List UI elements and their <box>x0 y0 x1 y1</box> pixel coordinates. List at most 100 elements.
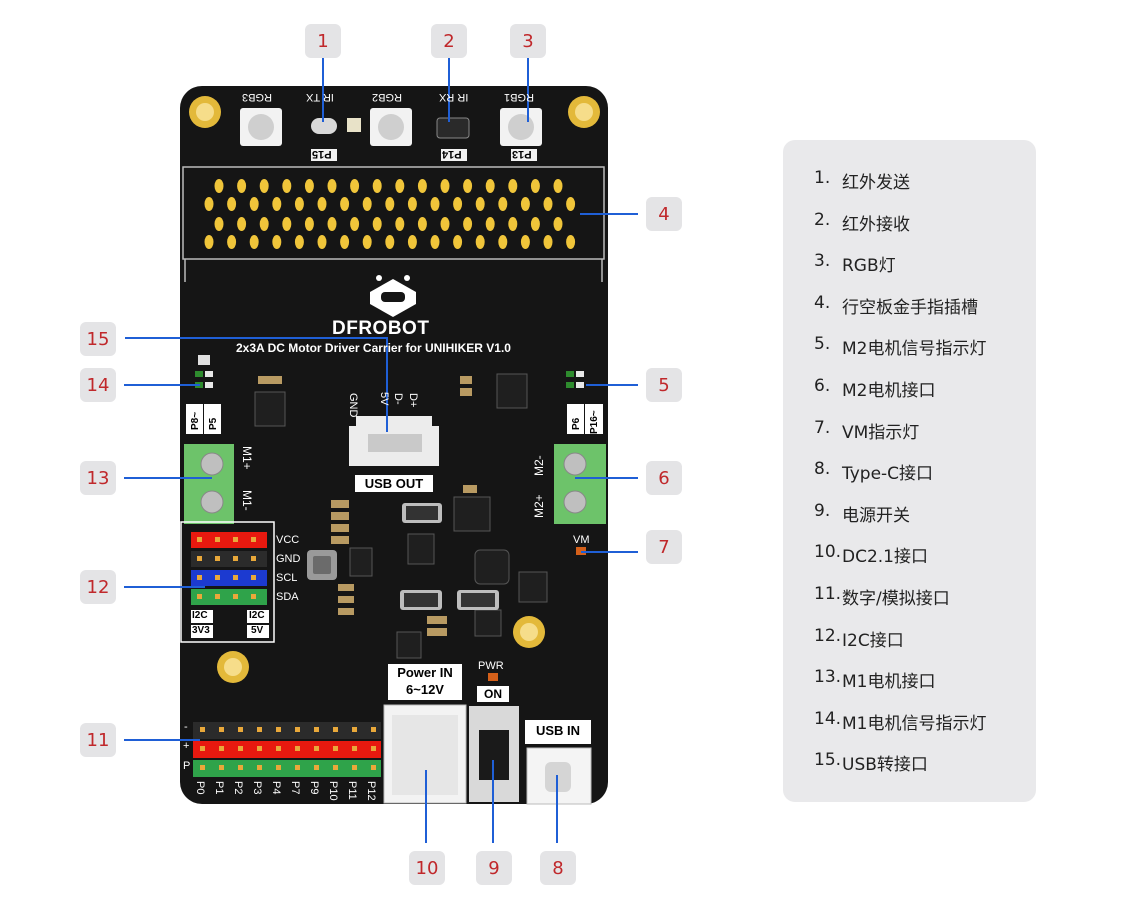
callout-3: 3 <box>510 24 546 58</box>
usb-in-label: USB IN <box>535 723 581 738</box>
pin-tag-p13: P13 <box>512 148 532 160</box>
usb-out-pin-gnd: GND <box>347 393 359 418</box>
label-rgb1: RGB1 <box>504 91 534 103</box>
m1-terminal <box>184 444 234 524</box>
gpio-sign-p: P <box>183 760 191 772</box>
usb-out-pin-dminus: D- <box>392 393 404 405</box>
usb-out-label: USB OUT <box>355 475 433 492</box>
gpio-sign-plus: + <box>183 740 190 752</box>
diodes <box>400 503 499 610</box>
callout-6: 6 <box>646 461 682 495</box>
label-rgb3: RGB3 <box>242 91 272 103</box>
right-pin-p16: P16~ <box>589 410 600 434</box>
legend-item: 3.RGB灯 <box>814 251 896 277</box>
gpio-pin-label: P0 <box>194 781 206 795</box>
pwr-label: PWR <box>478 660 504 672</box>
label-rgb2: RGB2 <box>372 91 402 103</box>
chips <box>254 373 548 659</box>
i2c-sda-label: SDA <box>276 591 299 603</box>
gpio-pin-label: P11 <box>346 781 358 800</box>
dfrobot-logo-mark <box>370 275 416 317</box>
legend-item: 11.数字/模拟接口 <box>814 583 950 609</box>
legend-item: 10.DC2.1接口 <box>814 542 928 568</box>
inductor <box>307 550 337 580</box>
brand-logo: DFROBOT <box>332 318 430 339</box>
callout-14: 14 <box>80 368 116 402</box>
callout-7: 7 <box>646 530 682 564</box>
legend-item: 15.USB转接口 <box>814 750 928 776</box>
legend-panel: 1.红外发送 2.红外接收 3.RGB灯 4.行空板金手指插槽 5.M2电机信号… <box>783 140 1036 802</box>
right-pin-p6: P6 <box>571 417 582 430</box>
callout-11: 11 <box>80 723 116 757</box>
callout-10: 10 <box>409 851 445 885</box>
legend-item: 9.电源开关 <box>814 500 910 526</box>
m1-plus-label: M1+ <box>240 446 254 470</box>
i2c-vcc-label: VCC <box>276 534 300 546</box>
i2c-voltage-3v3: 3V3 <box>192 625 210 636</box>
product-name: 2x3A DC Motor Driver Carrier for UNIHIKE… <box>236 341 511 355</box>
pin-tag-p14: P14 <box>442 148 462 160</box>
pin-tag-boxes <box>186 404 603 434</box>
i2c-gnd-label: GND <box>276 553 301 565</box>
m1-minus-label: M1- <box>240 490 254 511</box>
m2-minus-label: M2- <box>532 455 546 476</box>
callout-2: 2 <box>431 24 467 58</box>
callout-15: 15 <box>80 322 116 356</box>
usb-out-pin-5v: 5V <box>378 392 390 406</box>
callout-5: 5 <box>646 368 682 402</box>
legend-item: 7.VM指示灯 <box>814 417 920 443</box>
m2-terminal <box>554 444 606 524</box>
callout-8: 8 <box>540 851 576 885</box>
legend-item: 6.M2电机接口 <box>814 375 936 401</box>
leader-lines <box>124 58 638 843</box>
legend-item: 4.行空板金手指插槽 <box>814 292 978 318</box>
legend-item: 5.M2电机信号指示灯 <box>814 334 987 360</box>
pin-tag-p15: P15 <box>312 148 332 160</box>
legend-item: 2.红外接收 <box>814 209 910 235</box>
usb-out-connector <box>349 416 439 466</box>
i2c-tag-right: I2C <box>249 610 265 621</box>
left-pin-p5: P5 <box>208 417 219 430</box>
on-label: ON <box>484 687 502 701</box>
gpio-pin-label: P10 <box>327 781 339 801</box>
vm-label: VM <box>573 534 590 546</box>
legend-item: 14.M1电机信号指示灯 <box>814 708 987 734</box>
power-in-voltage: 6~12V <box>406 682 444 697</box>
legend-list: 1.红外发送 2.红外接收 3.RGB灯 4.行空板金手指插槽 5.M2电机信号… <box>814 168 986 792</box>
usb-out-pin-dplus: D+ <box>407 393 419 408</box>
mounting-holes <box>189 96 600 683</box>
power-in-label: Power IN <box>397 665 453 680</box>
i2c-tag-left: I2C <box>192 610 208 621</box>
label-ir-tx: IR TX <box>306 91 334 103</box>
passives <box>258 376 477 636</box>
gpio-pin-label: P12 <box>365 781 377 801</box>
i2c-header-frame <box>180 521 275 643</box>
legend-item: 8.Type-C接口 <box>814 459 934 485</box>
callout-12: 12 <box>80 570 116 604</box>
gpio-header <box>193 722 381 777</box>
gpio-pin-label: P7 <box>289 781 301 795</box>
gpio-pin-label: P3 <box>251 781 263 795</box>
legend-item: 12.I2C接口 <box>814 625 904 651</box>
usb-in-connector <box>525 720 592 805</box>
left-pin-p8: P8~ <box>190 411 201 430</box>
gpio-sign-minus: - <box>184 721 188 733</box>
legend-item: 1.红外发送 <box>814 168 910 193</box>
gpio-pin-label: P4 <box>270 781 282 795</box>
callout-1: 1 <box>305 24 341 58</box>
i2c-voltage-5v: 5V <box>251 625 264 636</box>
i2c-scl-label: SCL <box>276 572 298 584</box>
gpio-pin-label: P9 <box>308 781 320 795</box>
callout-9: 9 <box>476 851 512 885</box>
legend-item: 13.M1电机接口 <box>814 667 936 693</box>
callout-13: 13 <box>80 461 116 495</box>
label-ir-rx: IR RX <box>439 91 469 103</box>
gpio-pin-label: P1 <box>213 781 225 795</box>
callout-4: 4 <box>646 197 682 231</box>
gpio-pin-label: P2 <box>232 781 244 795</box>
m2-plus-label: M2+ <box>532 494 546 518</box>
